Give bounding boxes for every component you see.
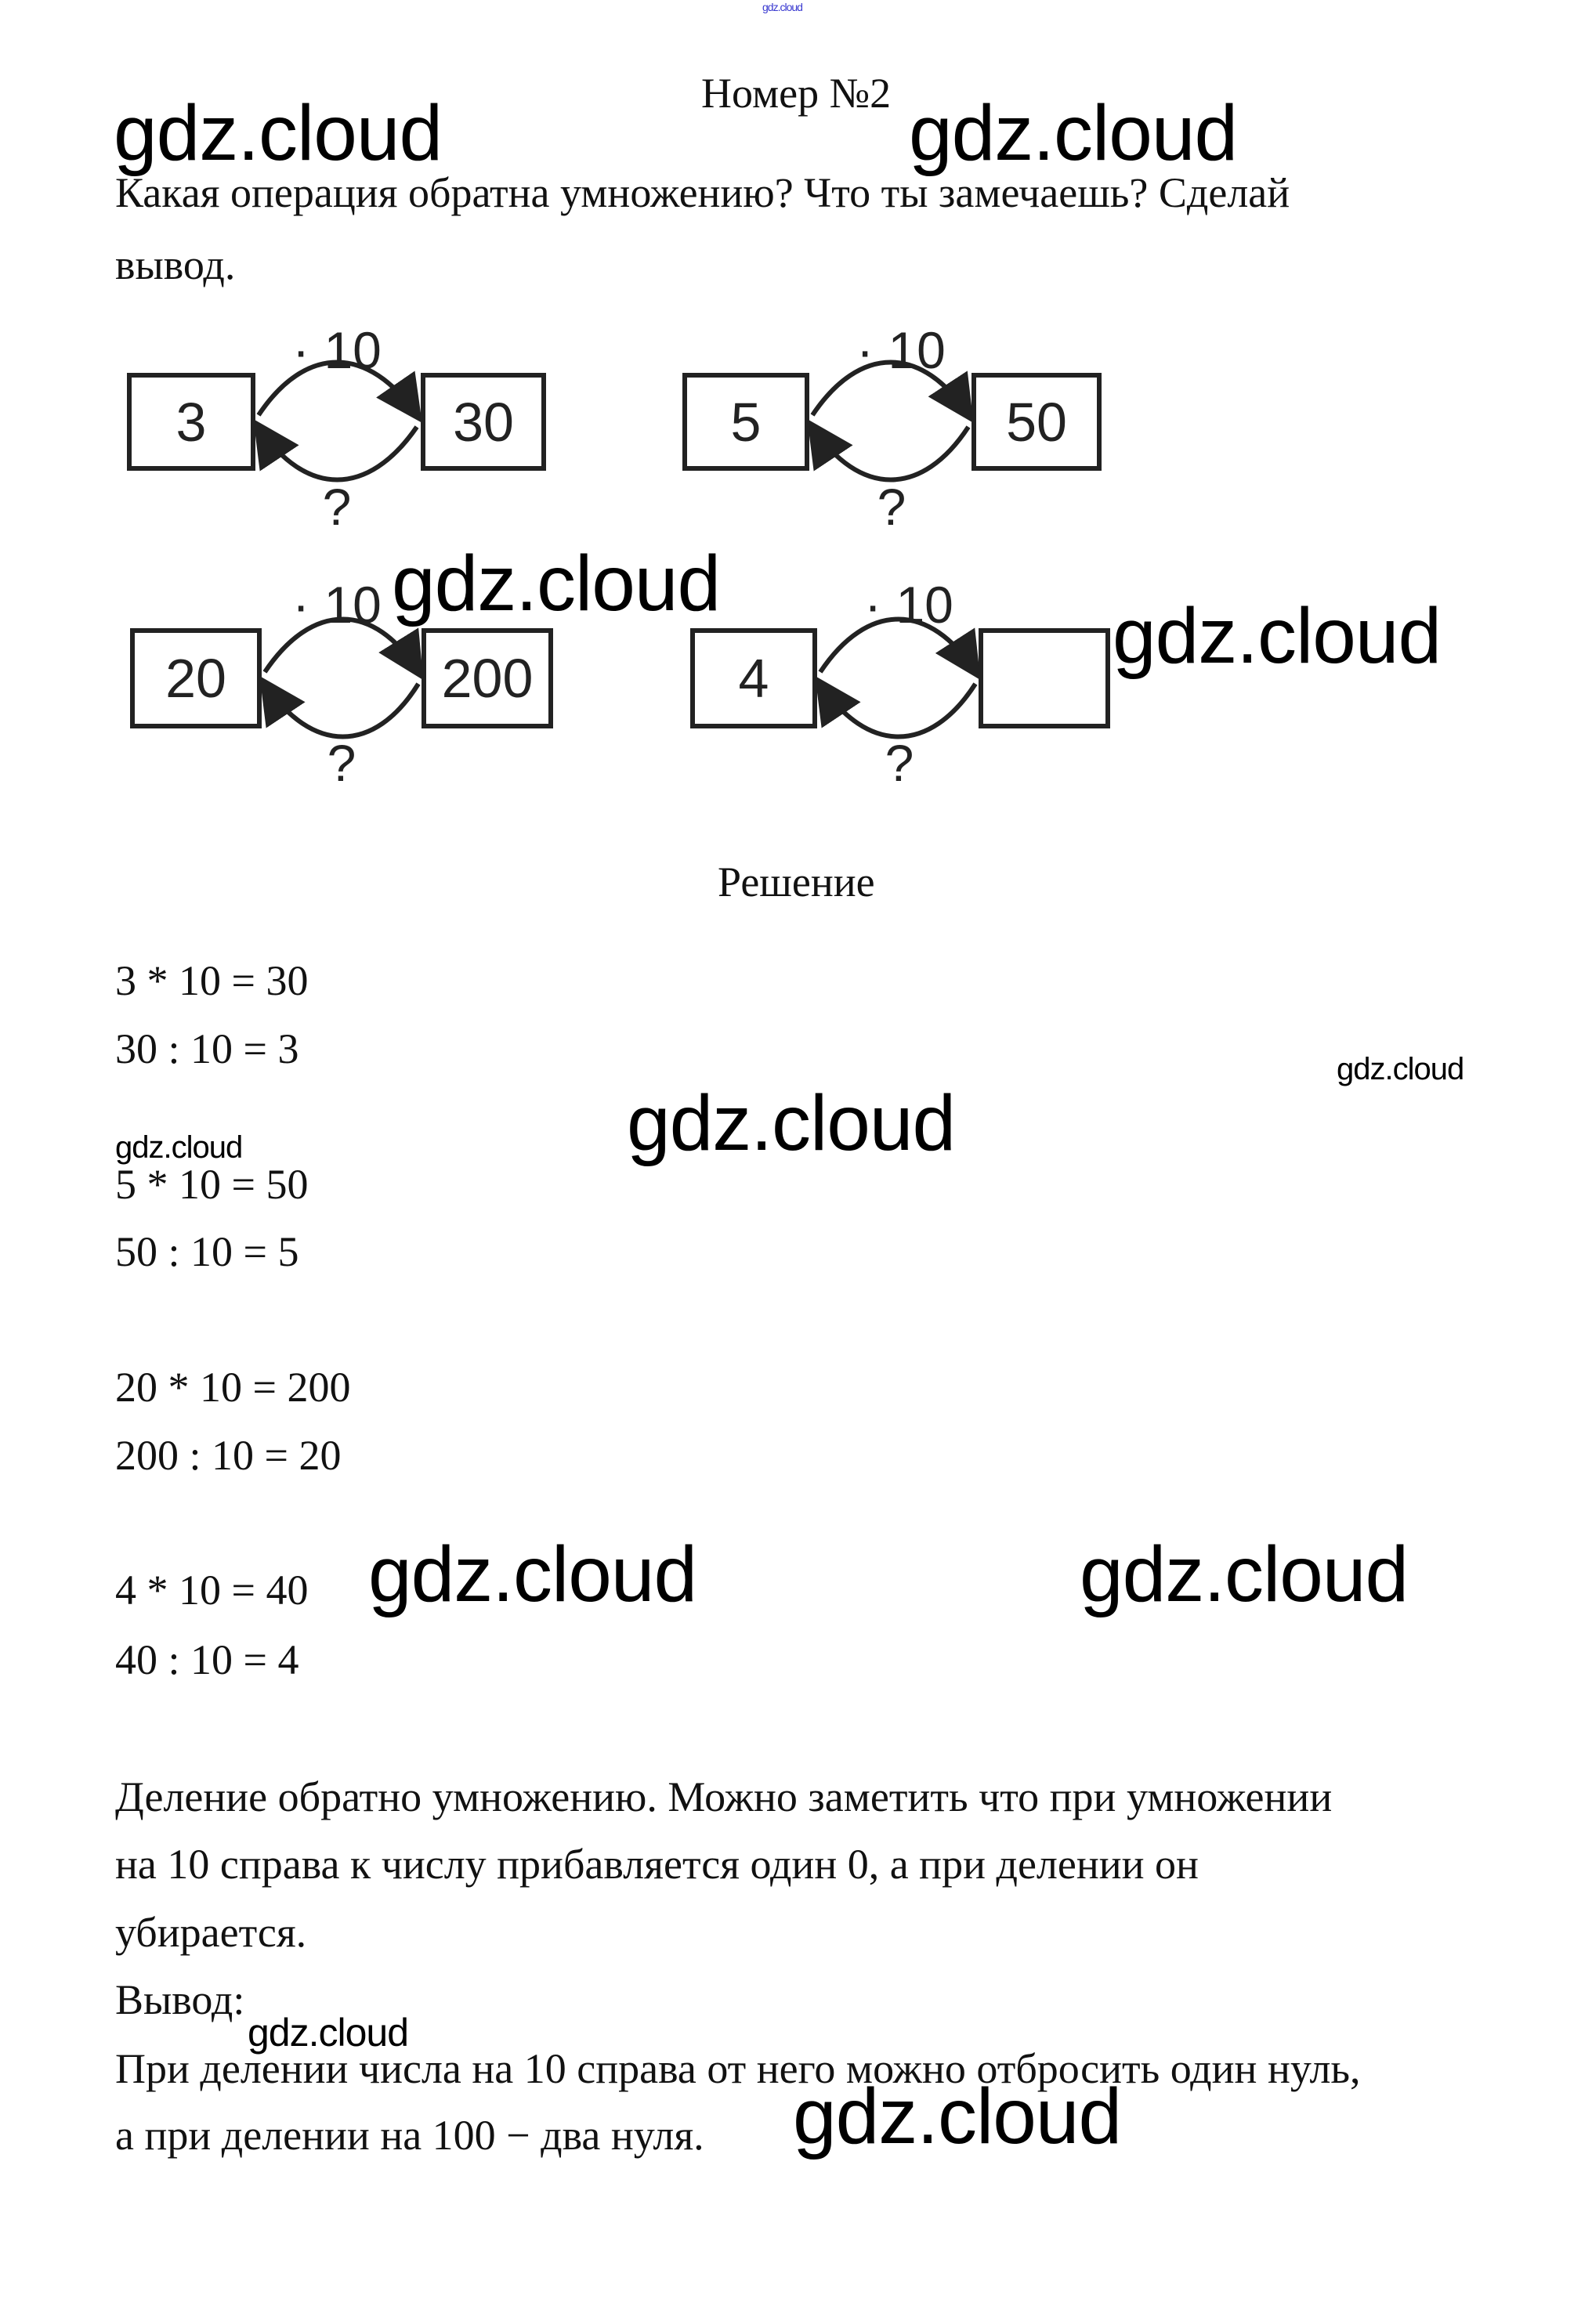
forward-arrow — [810, 360, 974, 424]
right-value: 30 — [453, 392, 514, 453]
watermark: gdz.cloud — [1113, 592, 1442, 680]
conclusion-line: а при делении на 100 − два нуля. — [115, 2112, 704, 2159]
watermark: gdz.cloud — [392, 540, 721, 627]
page-title: Номер №2 — [701, 70, 892, 117]
equation: 4 * 10 = 40 — [115, 1567, 309, 1614]
equation: 30 : 10 = 3 — [115, 1025, 299, 1072]
operation-label: · 10 — [292, 576, 382, 634]
watermark: gdz.cloud — [762, 1, 803, 13]
solution-heading: Решение — [718, 858, 875, 905]
left-box — [130, 628, 262, 728]
right-box — [422, 628, 553, 728]
question-mark: ? — [877, 478, 906, 536]
question-mark: ? — [323, 478, 352, 536]
watermark: gdz.cloud — [793, 2073, 1122, 2160]
question-line-2: вывод. — [115, 241, 236, 288]
watermark: gdz.cloud — [909, 89, 1238, 177]
explanation-line: на 10 справа к числу прибавляется один 0… — [115, 1841, 1199, 1888]
answer-box-empty — [979, 628, 1110, 728]
equation: 3 * 10 = 30 — [115, 957, 309, 1004]
diagram-pair: 5 50 · 10 ? — [682, 321, 1102, 536]
diagram-pair: 3 30 · 10 ? — [127, 321, 546, 536]
watermark: gdz.cloud — [627, 1079, 956, 1167]
watermark: gdz.cloud — [368, 1531, 697, 1618]
back-arrow — [259, 676, 421, 739]
explanation-line: убирается. — [115, 1909, 307, 1956]
left-box — [127, 373, 255, 471]
watermark: gdz.cloud — [248, 2011, 409, 2055]
operation-label: · 10 — [292, 321, 382, 379]
left-box — [690, 628, 817, 728]
watermark: gdz.cloud — [114, 89, 443, 177]
diagram-pair: 20 200 · 10 ? — [130, 576, 553, 792]
operation-label: · 10 — [864, 576, 953, 634]
conclusion-line: При делении числа на 10 справа от него м… — [115, 2045, 1361, 2092]
left-box — [682, 373, 809, 471]
explanation-line: Деление обратно умножению. Можно заметит… — [115, 1773, 1333, 1820]
left-value: 4 — [739, 648, 769, 709]
equation: 5 * 10 = 50 — [115, 1161, 309, 1208]
back-arrow — [807, 419, 971, 483]
equation: 50 : 10 = 5 — [115, 1228, 299, 1275]
right-value: 50 — [1006, 392, 1067, 453]
equation: 20 * 10 = 200 — [115, 1364, 351, 1411]
watermark: gdz.cloud — [1080, 1531, 1409, 1618]
equation: 40 : 10 = 4 — [115, 1636, 299, 1683]
question-line-1: Какая операция обратна умножению? Что ты… — [115, 169, 1290, 216]
left-value: 20 — [165, 648, 226, 709]
operation-label: · 10 — [856, 321, 946, 379]
back-arrow — [815, 676, 978, 739]
watermark: gdz.cloud — [115, 1130, 243, 1165]
watermark: gdz.cloud — [1337, 1052, 1464, 1086]
right-box — [971, 373, 1102, 471]
diagram-pair: 4 · 10 ? — [690, 576, 1110, 792]
forward-arrow — [818, 616, 981, 681]
equation: 200 : 10 = 20 — [115, 1432, 342, 1479]
right-value: 200 — [442, 648, 534, 709]
back-arrow — [253, 419, 419, 483]
forward-arrow — [256, 360, 422, 423]
conclusion-label: Вывод: — [115, 1976, 245, 2023]
right-box — [421, 373, 546, 471]
left-value: 3 — [176, 392, 207, 453]
forward-arrow — [262, 616, 424, 681]
left-value: 5 — [731, 392, 762, 453]
question-mark: ? — [327, 734, 356, 792]
question-mark: ? — [885, 734, 914, 792]
